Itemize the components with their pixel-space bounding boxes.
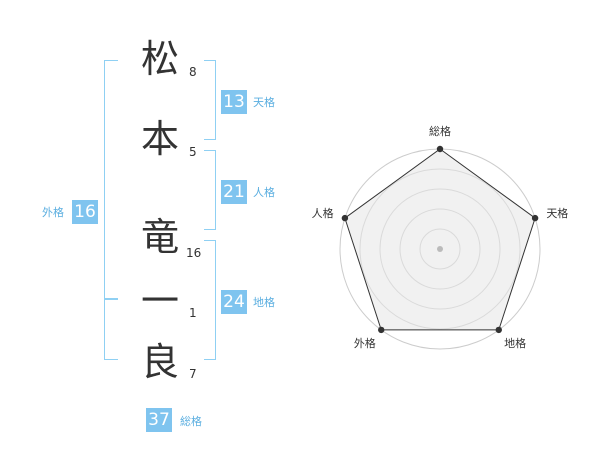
radar-point-3	[495, 326, 502, 334]
radar-axis-label-2: 天格	[546, 206, 568, 220]
name-char-1: 松	[140, 37, 179, 81]
stroke-count-2: 5	[189, 145, 197, 159]
radar-polygon	[344, 148, 536, 331]
radar-axis-label-1: 総格	[429, 124, 451, 138]
radar-axis-label-3: 地格	[504, 336, 526, 350]
radar-axis-label-4: 外格	[354, 336, 376, 350]
radar-point-2	[531, 214, 539, 222]
radar-point-4	[378, 326, 385, 334]
chikaku-value: 24	[221, 290, 247, 314]
stroke-count-5: 7	[189, 367, 197, 381]
name-char-2: 本	[140, 117, 179, 161]
radar-point-1	[436, 145, 444, 153]
radar-axis-label-5: 人格	[312, 206, 334, 220]
soukaku-label: 総格	[180, 415, 202, 428]
stroke-count-3: 16	[186, 246, 202, 260]
stroke-count-1: 8	[189, 65, 197, 79]
outer-bracket	[104, 60, 118, 360]
radar-point-5	[341, 214, 349, 222]
radar-center-dot	[437, 246, 443, 252]
name-char-5: 良	[140, 340, 179, 384]
name-char-4: 一	[140, 279, 179, 323]
chikaku-bracket	[204, 240, 216, 360]
outer-bracket-divider	[104, 298, 118, 300]
tenkaku-bracket	[204, 60, 216, 140]
jinkaku-bracket	[204, 150, 216, 230]
tenkaku-value: 13	[221, 90, 247, 114]
tenkaku-label: 天格	[253, 96, 275, 109]
jinkaku-value: 21	[221, 180, 247, 204]
gaikaku-value: 16	[72, 200, 98, 224]
jinkaku-label: 人格	[253, 186, 275, 199]
chikaku-label: 地格	[253, 296, 275, 309]
stroke-count-4: 1	[189, 306, 197, 320]
soukaku-value: 37	[146, 408, 172, 432]
gaikaku-label: 外格	[42, 206, 64, 219]
name-char-3: 竜	[140, 215, 179, 259]
